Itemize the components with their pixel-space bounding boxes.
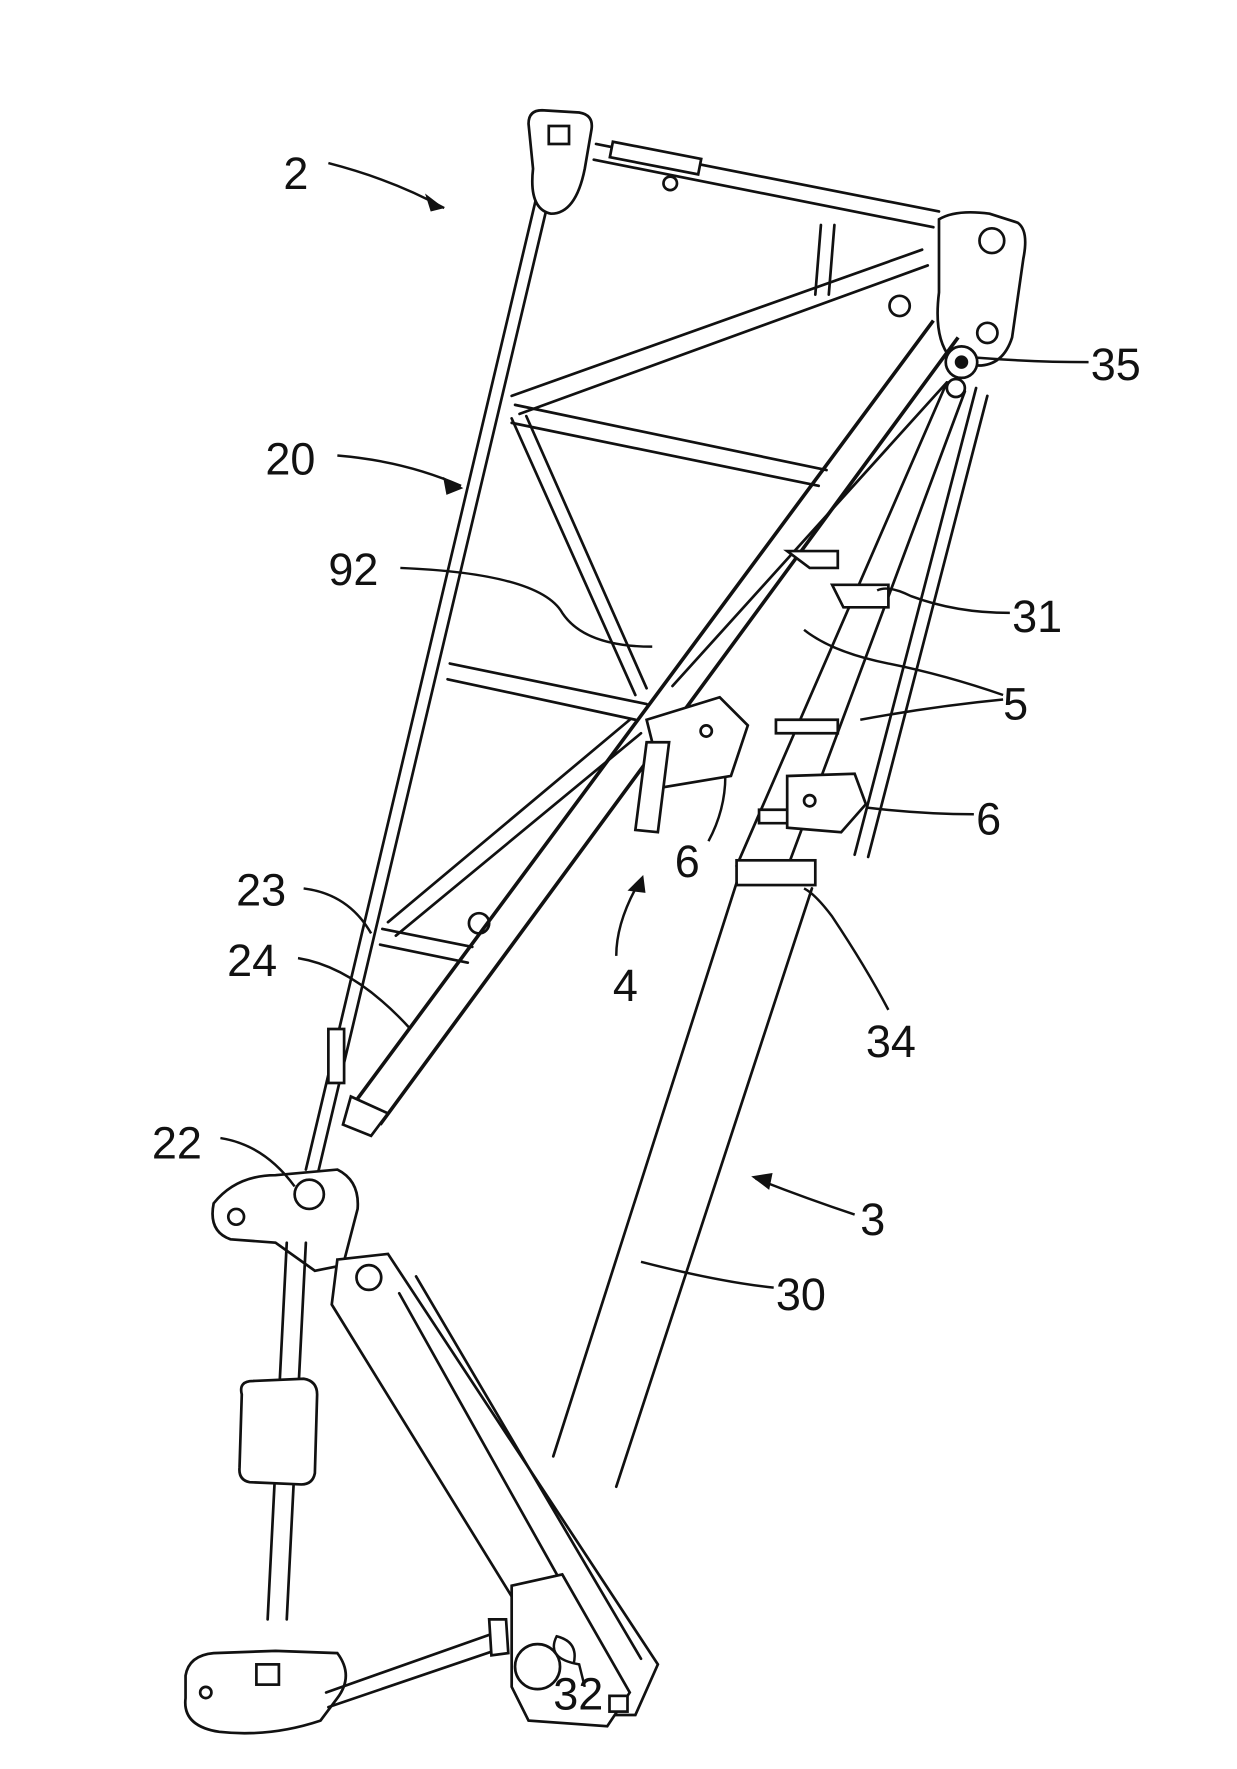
mast-3	[551, 345, 989, 1489]
label-92: 92	[328, 544, 378, 595]
label-3: 3	[860, 1194, 885, 1245]
label-5: 5	[1003, 679, 1028, 730]
label-24: 24	[227, 935, 277, 986]
label-20: 20	[265, 434, 315, 485]
label-4: 4	[613, 960, 638, 1011]
label-31: 31	[1012, 591, 1062, 642]
label-35: 35	[1091, 339, 1141, 390]
label-22: 22	[152, 1117, 202, 1168]
label-2: 2	[283, 148, 308, 199]
reference-labels: 2 20 92 35 31 5 6 6 4 23 24 34 22 3 30 3…	[152, 148, 1141, 1719]
base-assembly	[183, 1168, 660, 1735]
label-34: 34	[866, 1016, 916, 1067]
label-32: 32	[553, 1668, 603, 1719]
label-6b: 6	[675, 836, 700, 887]
label-6a: 6	[976, 793, 1001, 844]
label-30: 30	[776, 1269, 826, 1320]
label-23: 23	[236, 864, 286, 915]
lattice-frame	[304, 108, 1027, 1174]
